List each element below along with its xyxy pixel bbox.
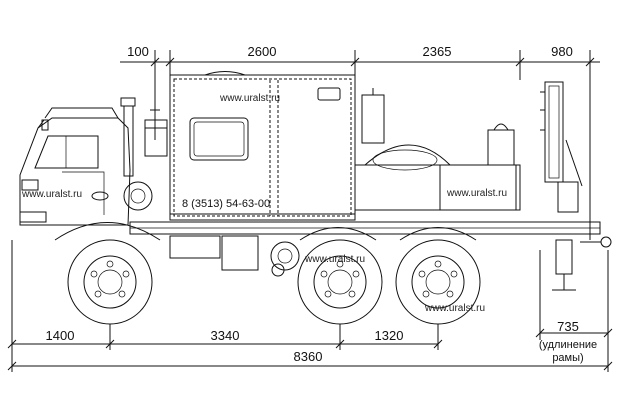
bottom-dimension-chain: 1400 3340 1320 735 (удлинение рамы) 8360 (7, 240, 613, 372)
phone-number: 8 (3513) 54-63-00 (182, 198, 270, 210)
platform: www.uralst.ru (354, 88, 521, 211)
middle-wheel: www.uralst.ru (297, 239, 383, 325)
chassis-frame (54, 221, 601, 277)
dim-bogie-spacing: 1320 (375, 328, 404, 343)
watermark-platform: www.uralst.ru (446, 188, 507, 199)
dim-crane-overhang: 980 (551, 44, 573, 59)
body-module: www.uralst.ru 8 (3513) 54-63-00 (169, 71, 356, 221)
crane (540, 81, 612, 291)
watermark-middle-wheel: www.uralst.ru (304, 254, 365, 265)
extension-note-line2: рамы) (552, 352, 583, 364)
front-wheel (67, 239, 153, 325)
rear-wheel: www.uralst.ru (395, 239, 485, 325)
watermark-cab: www.uralst.ru (21, 189, 82, 200)
dim-platform-length: 2365 (423, 44, 452, 59)
dim-total-length: 8360 (294, 349, 323, 364)
cab: www.uralst.ru (19, 107, 153, 226)
dim-body-length: 2600 (248, 44, 277, 59)
exhaust-and-box (120, 97, 168, 177)
top-dimension-chain: 100 2600 2365 980 (120, 44, 600, 240)
dim-front-overhang: 1400 (46, 328, 75, 343)
watermark-rear-wheel: www.uralst.ru (424, 303, 485, 314)
watermark-body: www.uralst.ru (219, 93, 280, 104)
dim-wheelbase-front: 3340 (211, 328, 240, 343)
extension-note-line1: (удлинение (539, 339, 597, 351)
dim-extension: 735 (557, 319, 579, 334)
dim-front-gap: 100 (127, 44, 149, 59)
